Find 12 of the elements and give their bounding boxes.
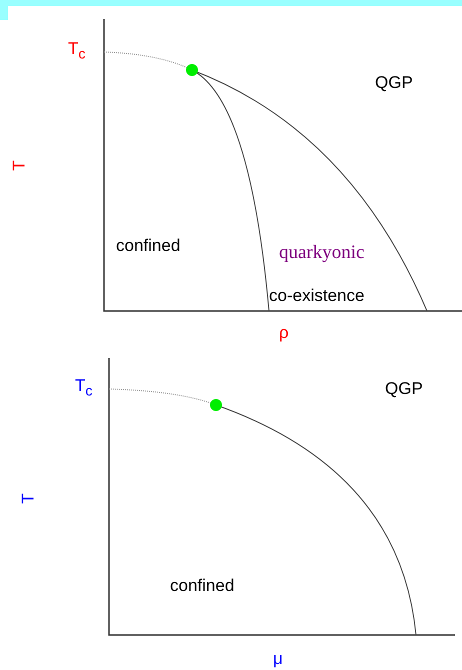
axis-label: μ [273, 650, 283, 667]
axis-tick-label: T$_{c}$ [68, 40, 86, 62]
phase-label: confined [116, 237, 180, 254]
phase-label: confined [170, 577, 234, 594]
axis-label: T [10, 160, 28, 171]
phase-label: quarkyonic [279, 243, 364, 262]
phase-label: QGP [375, 74, 413, 91]
axis-label: T [20, 493, 37, 504]
phase-label: co-existence [269, 287, 364, 304]
axis-tick-label: T$_{c}$ [75, 377, 92, 399]
axis-label: ρ [279, 324, 289, 341]
phase-label: QGP [385, 380, 423, 397]
